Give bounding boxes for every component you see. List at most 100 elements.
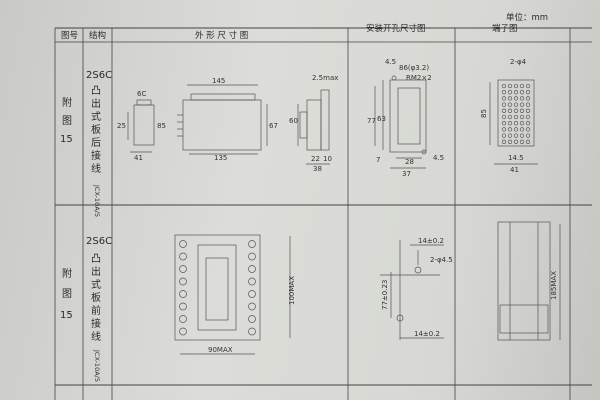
svg-text:2.5max: 2.5max <box>312 74 338 82</box>
row2-terminal-diagram: 185MAX <box>497 221 561 341</box>
svg-text:式: 式 <box>91 278 101 291</box>
svg-text:JCX-10A/5: JCX-10A/5 <box>93 349 101 382</box>
terminal-dot <box>507 139 513 144</box>
svg-text:4.5: 4.5 <box>433 154 444 162</box>
row2-structure: 2S6C 凸 出 式 板 前 接 线 JCX-10A/5 <box>86 236 112 382</box>
svg-text:86(φ3.2): 86(φ3.2) <box>399 64 429 72</box>
svg-text:式: 式 <box>91 110 101 123</box>
terminal-dot <box>507 133 513 138</box>
svg-text:15: 15 <box>60 310 73 321</box>
terminal-post <box>248 302 256 311</box>
terminal-post <box>179 302 187 311</box>
terminal-post <box>248 277 256 286</box>
terminal-dot <box>525 102 531 107</box>
svg-text:100MAX: 100MAX <box>288 276 296 305</box>
terminal-dot <box>519 90 525 95</box>
terminal-dot <box>501 83 507 89</box>
terminal-post <box>179 315 187 323</box>
row1-mounting-cutout: 77 63 4.5 86(φ3.2) RM2×2 28 4.5 37 7 <box>367 58 444 178</box>
svg-text:25: 25 <box>117 122 126 130</box>
terminal-dot <box>525 90 531 95</box>
unit-note: 单位：mm <box>506 12 548 23</box>
svg-text:附: 附 <box>62 96 72 109</box>
terminal-dot <box>525 108 531 113</box>
svg-text:板: 板 <box>91 123 101 136</box>
svg-text:63: 63 <box>377 115 386 123</box>
svg-text:2-φ4.5: 2-φ4.5 <box>430 256 453 264</box>
svg-text:77±0.23: 77±0.23 <box>381 280 389 310</box>
svg-text:77: 77 <box>367 117 376 125</box>
terminal-dot <box>501 102 507 107</box>
terminal-dot <box>519 139 525 144</box>
terminal-post <box>248 265 256 273</box>
header-mounting: 安装开孔尺寸图 <box>366 23 426 34</box>
terminal-dot <box>513 83 519 89</box>
terminal-post <box>179 240 187 248</box>
svg-text:22: 22 <box>311 155 320 163</box>
row2-fig-no: 附 图 15 <box>60 267 73 321</box>
svg-text:2-φ4: 2-φ4 <box>510 58 527 66</box>
svg-text:6C: 6C <box>137 90 146 98</box>
svg-text:图: 图 <box>62 115 72 127</box>
row1-terminal-diagram: 2-φ4 85 14.5 41 <box>480 58 538 174</box>
terminal-dot <box>501 127 507 132</box>
terminal-dot <box>507 108 513 113</box>
terminal-dot <box>507 102 513 107</box>
terminal-dot <box>513 139 519 144</box>
terminal-dot <box>513 121 519 126</box>
terminal-post <box>248 290 256 298</box>
svg-text:7: 7 <box>376 156 380 164</box>
svg-text:线: 线 <box>91 330 101 343</box>
svg-text:60: 60 <box>289 117 298 125</box>
terminal-dot <box>501 114 507 120</box>
svg-text:凸: 凸 <box>91 253 101 265</box>
svg-text:85: 85 <box>157 122 166 130</box>
terminal-post <box>248 252 256 261</box>
header-structure: 结构 <box>89 30 106 41</box>
terminal-dot <box>513 127 519 132</box>
svg-text:15: 15 <box>60 134 73 145</box>
svg-text:185MAX: 185MAX <box>550 271 558 300</box>
terminal-dot <box>507 83 513 89</box>
terminal-post <box>179 265 187 273</box>
svg-text:出: 出 <box>91 265 101 278</box>
terminal-post <box>179 327 187 336</box>
terminal-dot <box>501 96 507 101</box>
table-grid <box>54 27 592 400</box>
svg-text:135: 135 <box>214 154 227 162</box>
terminal-dot <box>513 133 519 138</box>
svg-text:附: 附 <box>62 267 72 280</box>
terminal-dot <box>519 133 525 138</box>
terminal-dot <box>525 96 531 101</box>
svg-text:JCX-10A/5: JCX-10A/5 <box>93 184 101 217</box>
row1-fig-no: 附 图 15 <box>60 96 73 145</box>
terminal-dot <box>519 121 525 126</box>
terminal-dot <box>519 102 525 107</box>
svg-text:凸: 凸 <box>91 85 101 97</box>
row1-structure: 2S6C 凸 出 式 板 后 接 线 JCX-10A/5 <box>86 70 112 217</box>
svg-text:41: 41 <box>510 166 519 174</box>
row2-outline-drawing: 100MAX 90MAX <box>174 234 296 355</box>
svg-text:接: 接 <box>91 149 101 162</box>
terminal-dot <box>513 114 519 120</box>
terminal-post <box>179 290 187 298</box>
terminal-dot <box>519 127 525 132</box>
terminal-dot <box>519 96 525 101</box>
terminal-dot <box>501 108 507 113</box>
terminal-dot <box>525 121 531 126</box>
svg-text:2S6C: 2S6C <box>86 70 112 81</box>
terminal-post <box>248 315 256 323</box>
svg-text:14±0.2: 14±0.2 <box>414 330 440 338</box>
terminal-dot <box>513 102 519 107</box>
header-terminal: 端子图 <box>492 23 518 34</box>
terminal-dot <box>519 114 525 120</box>
svg-text:4.5: 4.5 <box>385 58 396 66</box>
terminal-dot <box>507 96 513 101</box>
svg-text:14±0.2: 14±0.2 <box>418 237 444 245</box>
terminal-dot <box>507 114 513 120</box>
terminal-dot <box>525 133 531 138</box>
svg-text:板: 板 <box>91 291 101 304</box>
svg-text:37: 37 <box>402 170 411 178</box>
svg-text:85: 85 <box>480 109 488 118</box>
